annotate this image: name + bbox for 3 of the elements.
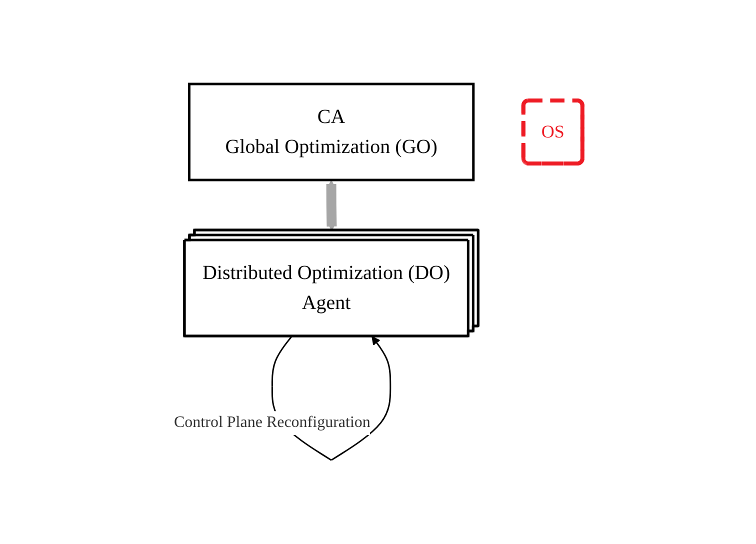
edge-label: Control Plane Reconfiguration: [174, 414, 370, 431]
arrow: [326, 180, 337, 231]
node-box: CA Global Optimization (GO): [188, 82, 474, 182]
